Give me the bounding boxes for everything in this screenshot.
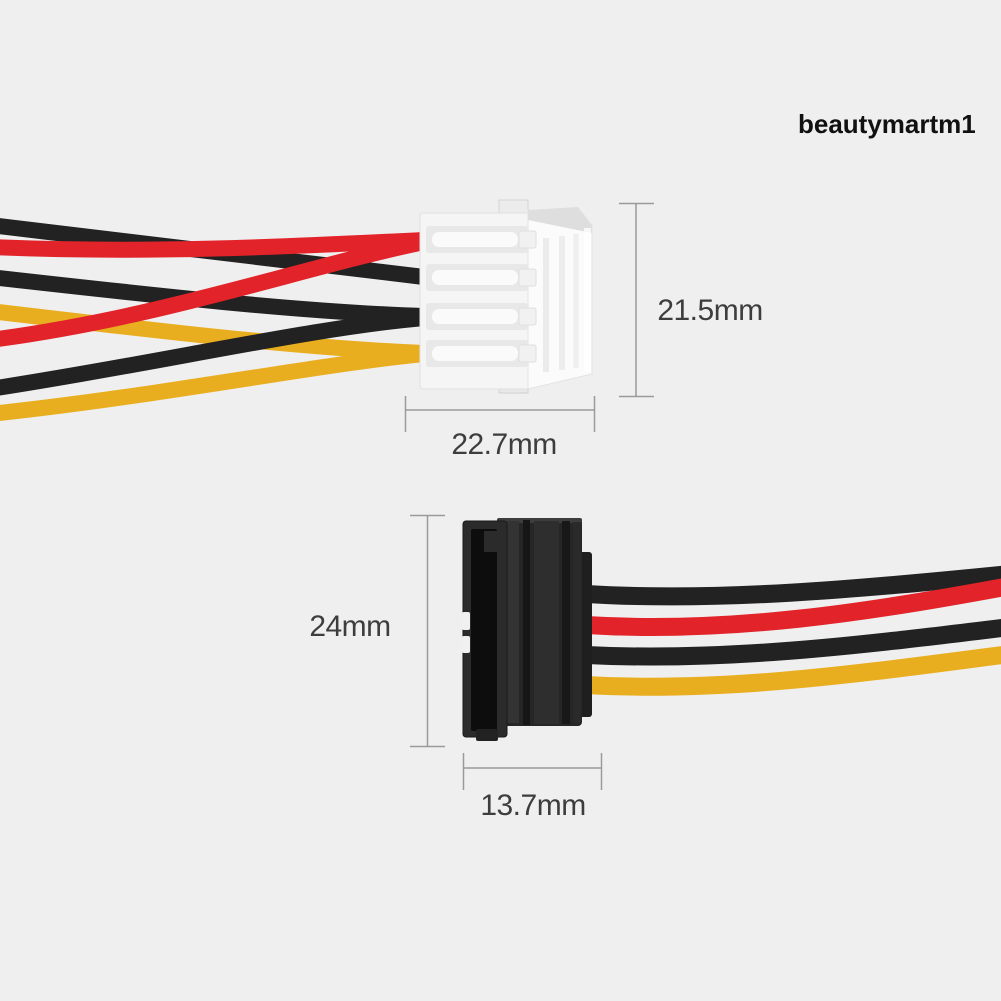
yellow-wire [577, 646, 1001, 696]
watermark-text: beautymartm1 [798, 109, 976, 139]
top-wire-bundle [0, 218, 432, 421]
red-wire [577, 578, 1001, 637]
red-wire [0, 234, 432, 347]
sata-key-notch [484, 531, 497, 552]
molex-pin-slots [426, 226, 537, 367]
bottom-height-label: 24mm [309, 610, 391, 643]
molex-top-face [528, 207, 592, 233]
sata-key-slot [471, 529, 497, 731]
bottom-wire-bundle [577, 565, 1001, 696]
sata-contact-mark [462, 612, 470, 630]
black-wire [577, 619, 1001, 666]
sata-bottom-tab [476, 729, 498, 741]
top-width-label: 22.7mm [451, 428, 557, 461]
bottom-height-dimension-line [410, 514, 445, 748]
molex-connector [419, 199, 593, 394]
bottom-width-label: 13.7mm [480, 789, 586, 822]
top-height-label: 21.5mm [657, 294, 763, 327]
molex-edge-highlight [584, 228, 591, 372]
black-wire [0, 310, 432, 396]
red-wire [0, 232, 432, 258]
sata-connector [462, 518, 592, 741]
sata-contact-mark [462, 636, 470, 653]
bottom-width-dimension-line [462, 753, 603, 790]
top-width-dimension-line [404, 396, 596, 432]
top-height-dimension-line [619, 202, 654, 398]
yellow-wire [0, 346, 432, 421]
black-wire [0, 270, 432, 324]
black-wire [577, 565, 1001, 606]
sata-ribs [503, 520, 581, 725]
yellow-wire [0, 304, 432, 361]
